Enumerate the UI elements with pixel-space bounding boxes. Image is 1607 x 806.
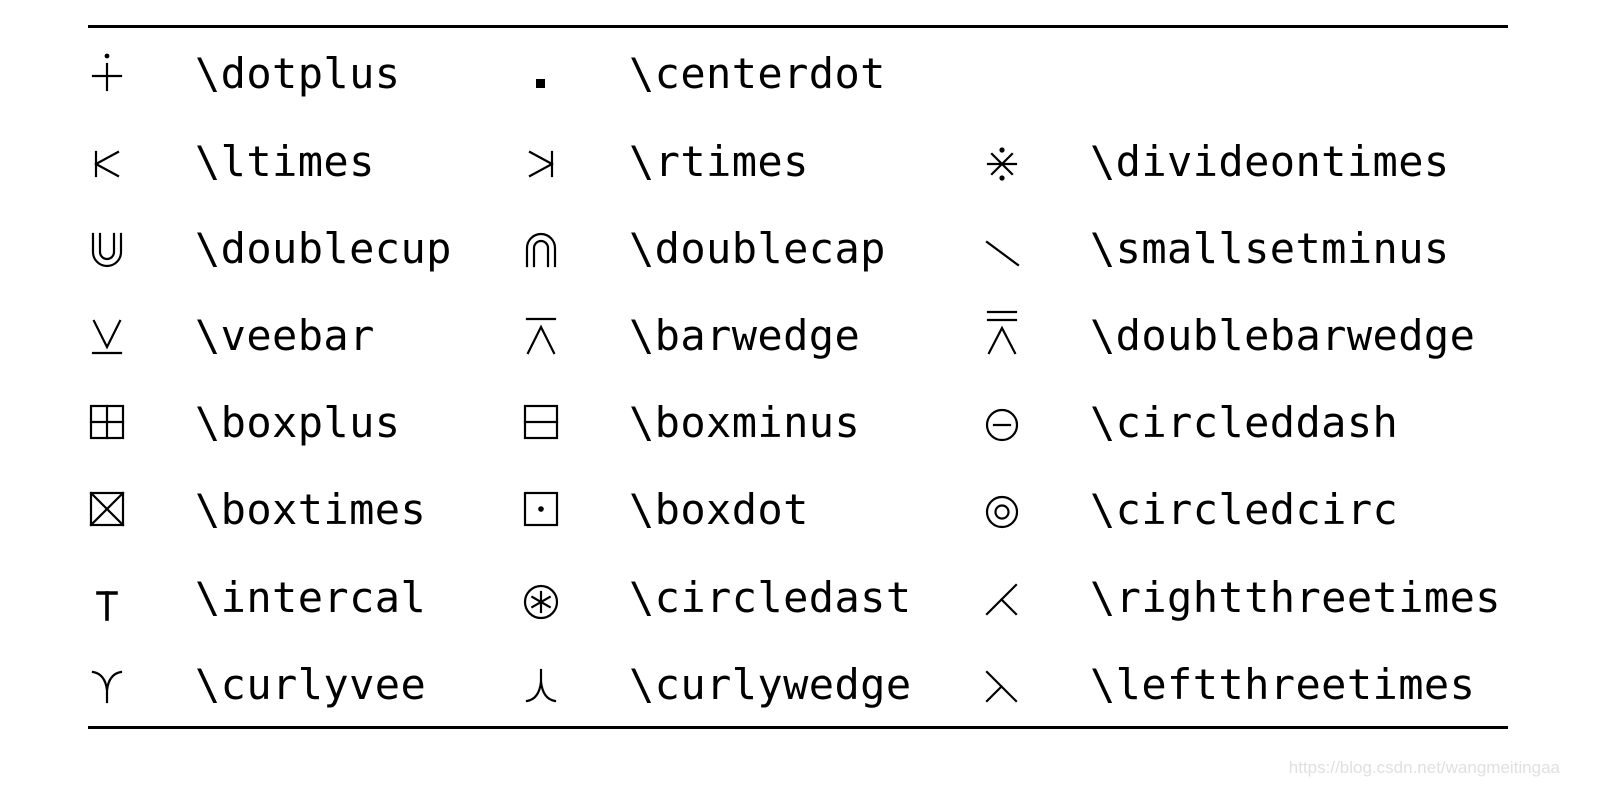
command-centerdot: \centerdot	[629, 49, 886, 98]
command-doublecap: \doublecap	[629, 224, 886, 273]
command-ltimes: \ltimes	[195, 137, 375, 186]
rtimes-icon	[516, 137, 566, 187]
command-curlyvee: \curlyvee	[195, 660, 427, 709]
watermark: https://blog.csdn.net/wangmeitingaa	[1288, 758, 1560, 777]
intercal-icon	[82, 573, 132, 623]
divideontimes-icon	[977, 137, 1027, 187]
command-circledast: \circledast	[629, 573, 912, 622]
command-doublebarwedge: \doublebarwedge	[1090, 311, 1476, 360]
leftthreetimes-icon	[977, 660, 1027, 710]
dotplus-icon	[82, 49, 132, 99]
command-dotplus: \dotplus	[195, 49, 401, 98]
curlyvee-icon	[82, 660, 132, 710]
command-doublecup: \doublecup	[195, 224, 452, 273]
command-boxtimes: \boxtimes	[195, 485, 427, 534]
command-barwedge: \barwedge	[629, 311, 861, 360]
command-rtimes: \rtimes	[629, 137, 809, 186]
command-boxminus: \boxminus	[629, 398, 861, 447]
circledast-icon	[516, 573, 566, 623]
ltimes-icon	[82, 137, 132, 187]
command-circleddash: \circleddash	[1090, 398, 1399, 447]
circleddash-icon	[977, 398, 1027, 448]
veebar-icon	[82, 311, 132, 361]
command-rightthreetimes: \rightthreetimes	[1090, 573, 1501, 622]
command-boxdot: \boxdot	[629, 485, 809, 534]
table-top-rule	[88, 25, 1508, 28]
boxminus-icon	[516, 398, 566, 448]
boxdot-icon	[516, 485, 566, 535]
command-boxplus: \boxplus	[195, 398, 401, 447]
boxplus-icon	[82, 398, 132, 448]
circledcirc-icon	[977, 485, 1027, 535]
doublecup-icon	[82, 224, 132, 274]
table-bottom-rule	[88, 726, 1508, 729]
command-circledcirc: \circledcirc	[1090, 485, 1399, 534]
command-curlywedge: \curlywedge	[629, 660, 912, 709]
rightthreetimes-icon	[977, 573, 1027, 623]
command-divideontimes: \divideontimes	[1090, 137, 1450, 186]
centerdot-icon	[516, 57, 566, 107]
doublecap-icon	[516, 224, 566, 274]
command-veebar: \veebar	[195, 311, 375, 360]
barwedge-icon	[516, 311, 566, 361]
smallsetminus-icon	[977, 224, 1027, 274]
command-smallsetminus: \smallsetminus	[1090, 224, 1450, 273]
boxtimes-icon	[82, 485, 132, 535]
command-intercal: \intercal	[195, 573, 427, 622]
command-leftthreetimes: \leftthreetimes	[1090, 660, 1476, 709]
doublebarwedge-icon	[977, 310, 1027, 361]
curlywedge-icon	[516, 660, 566, 710]
